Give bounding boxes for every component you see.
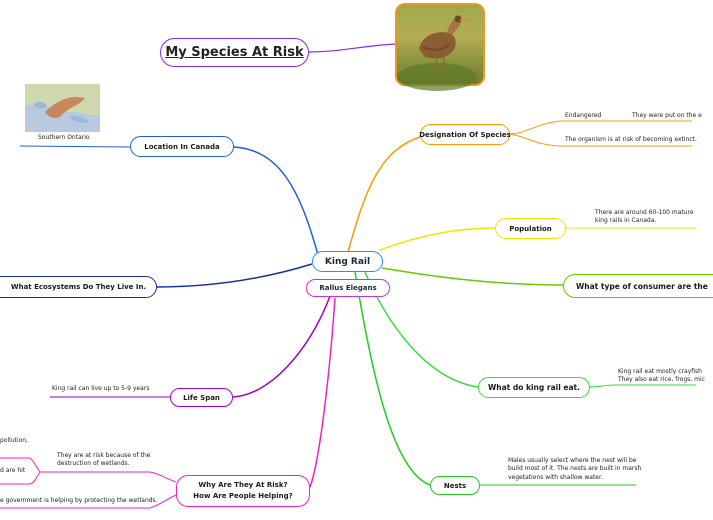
risk-fragment-hit: d are hit <box>0 467 26 474</box>
lifespan-connector <box>232 295 331 398</box>
designation-status: Endangered <box>565 112 602 119</box>
mind-map: My Species At Risk King Rail Rallus Eleg… <box>0 3 713 509</box>
population-connector <box>379 227 496 251</box>
designation-node[interactable]: Designation Of Species <box>419 124 511 145</box>
population-detail-1: There are around 60-100 mature <box>595 209 694 216</box>
lifespan-node[interactable]: Life Span <box>170 388 233 407</box>
risk-sub-line-2 <box>0 494 177 509</box>
ecosystems-connector <box>156 263 313 288</box>
designation-sub-line <box>509 120 692 135</box>
population-detail-2: king rails in Canada. <box>595 217 657 224</box>
population-node[interactable]: Population <box>495 218 566 239</box>
risk-fragment-pollution: pollution, <box>0 437 29 444</box>
location-connector <box>233 146 319 256</box>
risk-node[interactable]: Why Are They At Risk? How Are People Hel… <box>176 475 310 507</box>
designation-sub-line-2 <box>509 133 692 147</box>
consumer-node[interactable]: What type of consumer are the <box>563 274 713 298</box>
risk-helping: e government is helping by protecting th… <box>0 497 158 504</box>
risk-wetlands-1: They are at risk because of the <box>57 452 151 459</box>
subtitle-node[interactable]: Rallus Elegans <box>306 279 390 297</box>
map-caption: Southern Ontario <box>38 134 90 141</box>
ontario-map <box>25 84 100 132</box>
location-node[interactable]: Location In Canada <box>130 136 234 157</box>
nests-node[interactable]: Nests <box>430 476 480 495</box>
diet-detail-1: King rail eat mostly crayfish <box>618 368 702 375</box>
nests-detail-1: Males usually select where the nest will… <box>508 457 637 464</box>
risk-connector <box>309 297 336 488</box>
nests-connector <box>354 271 431 486</box>
connector-lines <box>0 43 696 509</box>
risk-wetlands-2: destruction of wetlands. <box>57 460 130 467</box>
risk-node-line-1: Why Are They At Risk? <box>198 481 288 489</box>
diet-node[interactable]: What do king rail eat. <box>478 377 590 398</box>
designation-risk: The organism is at risk of becoming exti… <box>565 136 697 143</box>
center-node[interactable]: King Rail <box>312 251 383 272</box>
consumer-connector <box>381 267 564 286</box>
risk-node-line-2: How Are People Helping? <box>193 492 293 500</box>
ecosystems-node[interactable]: What Ecosystems Do They Live In. <box>0 276 157 298</box>
risk-sub-line-3 <box>0 457 41 473</box>
page-title[interactable]: My Species At Risk <box>160 38 309 67</box>
nests-detail-2: build most of it. The nests are built in… <box>508 465 642 472</box>
risk-sub-line-4 <box>0 471 41 485</box>
lifespan-detail: King rail can live up to 5-9 years <box>52 385 150 392</box>
nests-detail-3: vegetations with shallow water. <box>508 474 603 481</box>
designation-reason: They were put on the e <box>632 112 702 119</box>
risk-sub-line <box>40 471 177 483</box>
diet-sub-line <box>589 384 696 388</box>
designation-connector <box>347 136 421 253</box>
title-photo-connector <box>308 43 396 53</box>
location-sub-line <box>19 145 131 148</box>
diet-detail-2: They also eat rice, frogs, mic <box>618 376 705 383</box>
king-rail-photo <box>395 3 485 91</box>
